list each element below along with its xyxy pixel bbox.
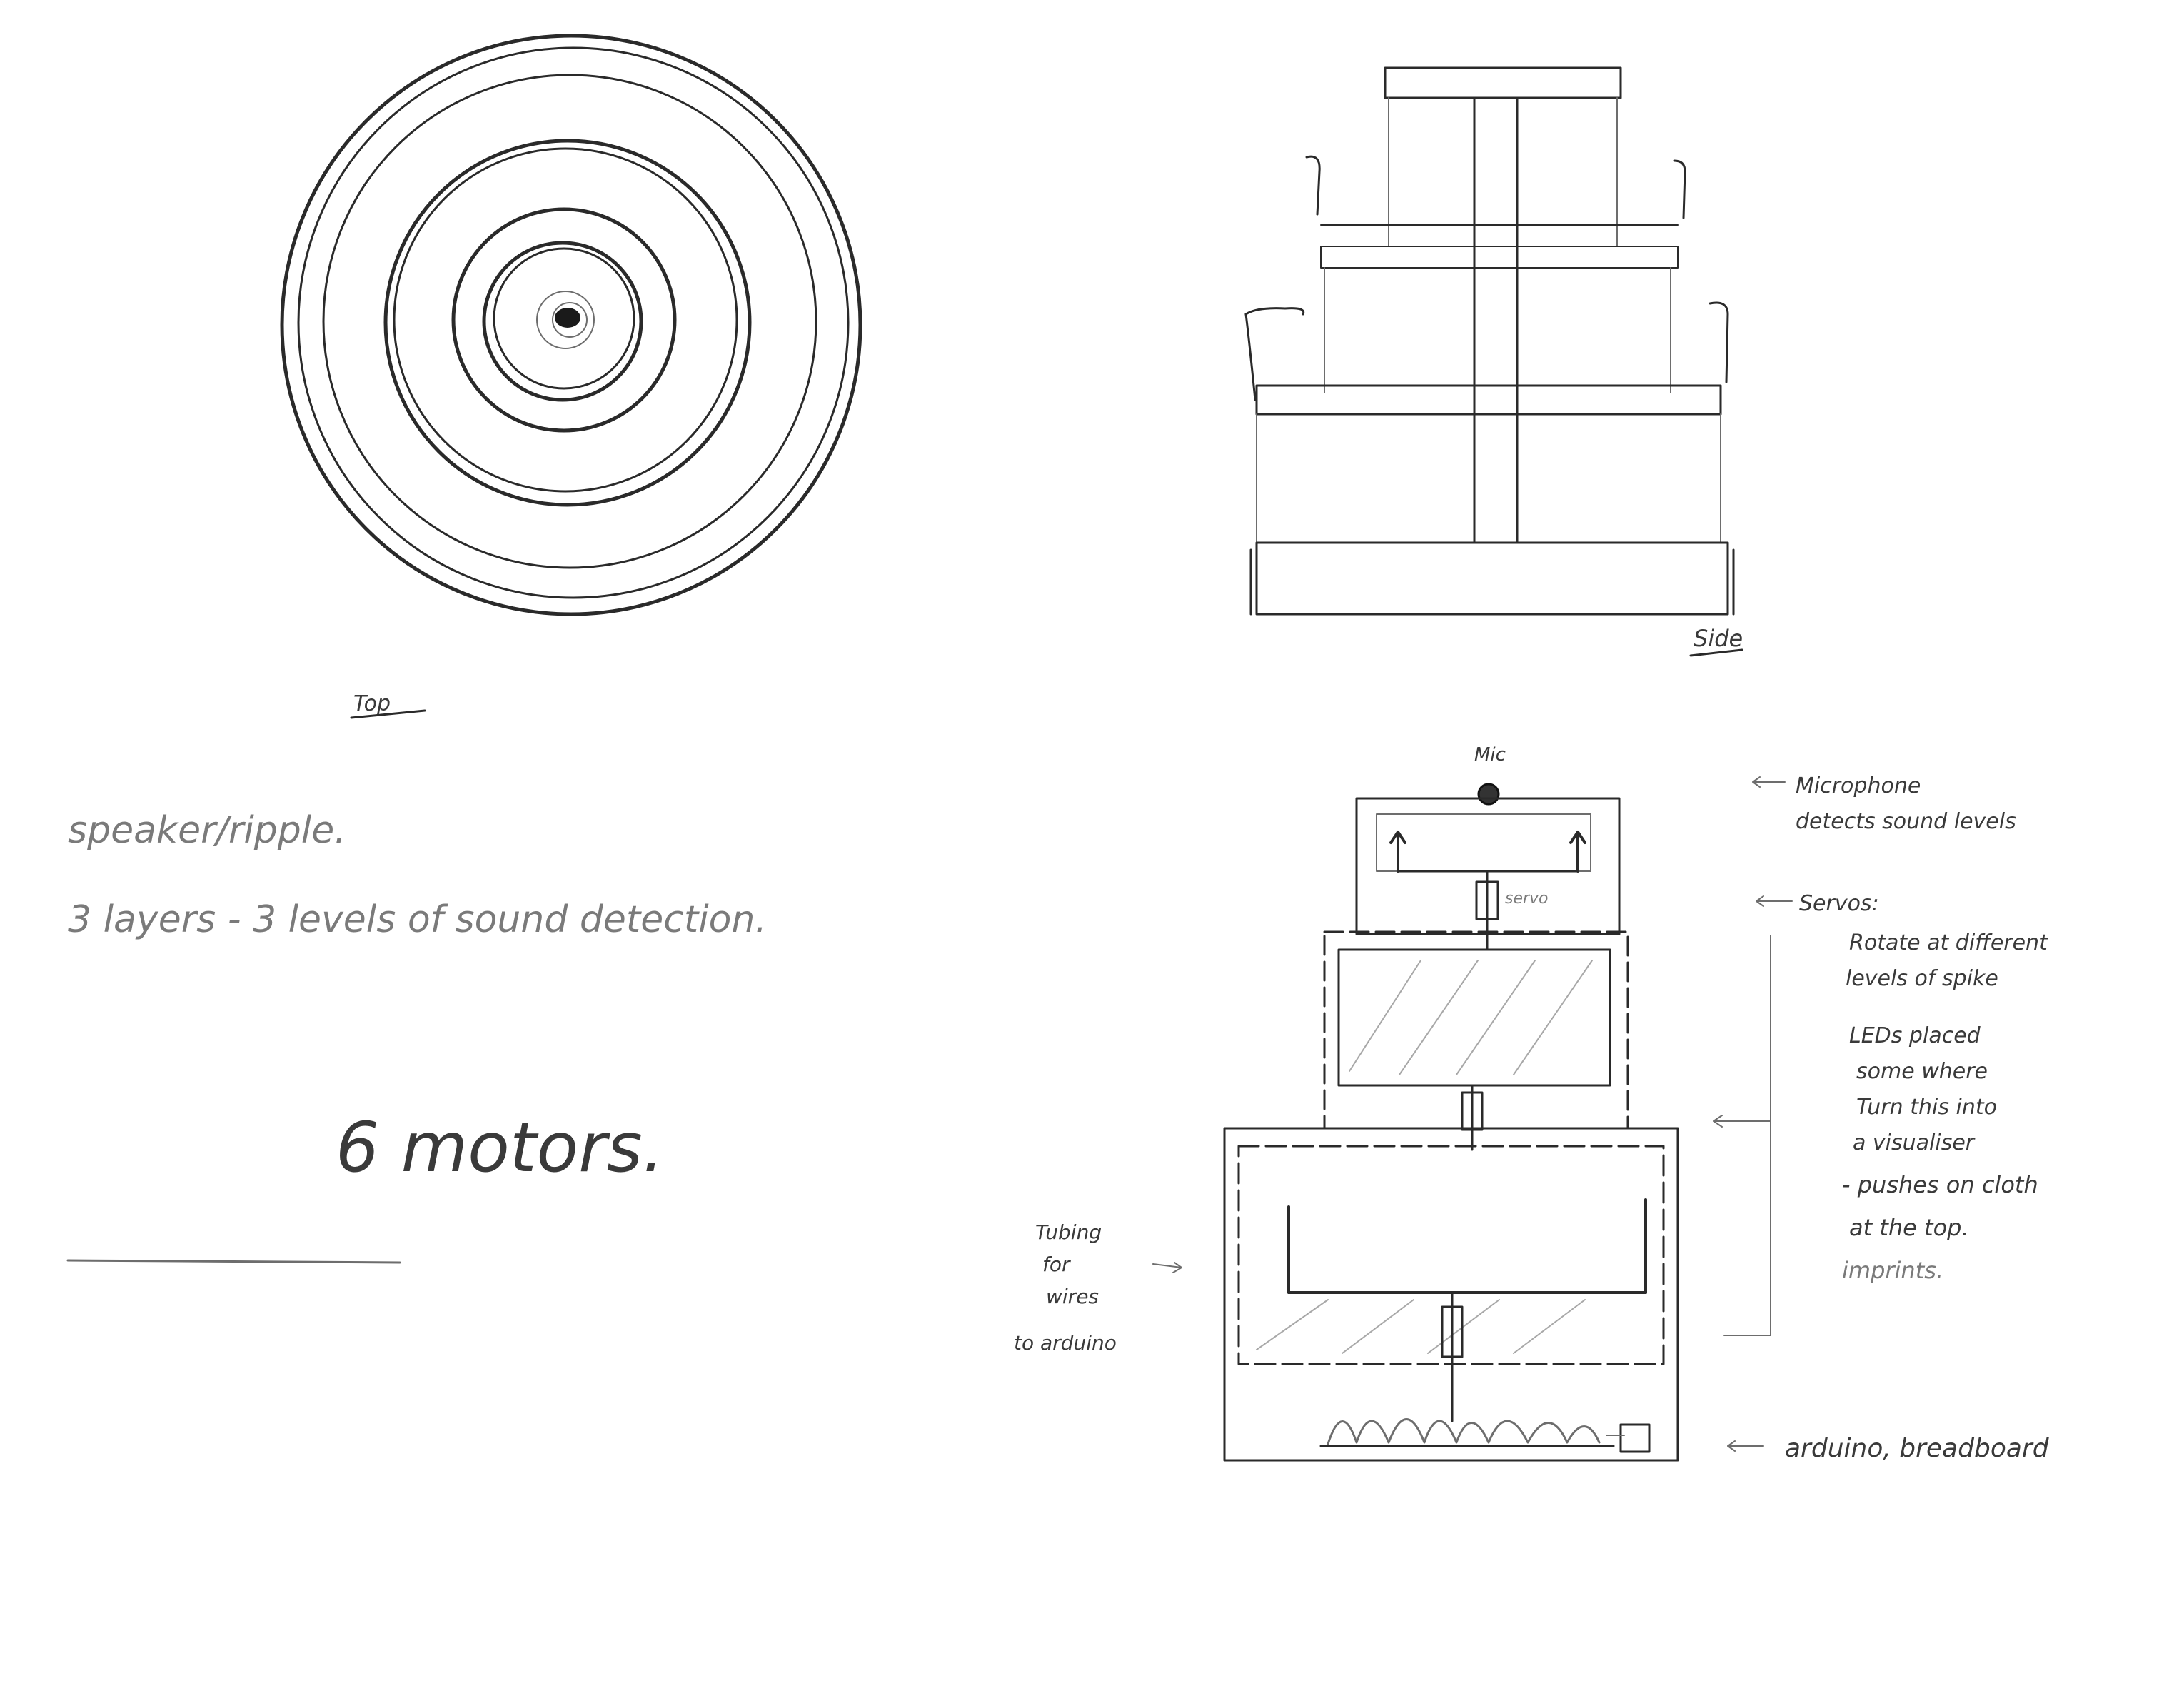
- note-six-motors: 6 motors.: [336, 1108, 664, 1188]
- svg-text:Microphone: Microphone: [1796, 773, 1921, 798]
- svg-text:a visualiser: a visualiser: [1853, 1130, 1976, 1155]
- svg-text:wires: wires: [1046, 1285, 1099, 1308]
- side-view-drawing: [1246, 68, 1733, 614]
- svg-text:Tubing: Tubing: [1035, 1220, 1102, 1244]
- cross-section-drawing: [1153, 777, 1792, 1460]
- svg-text:at the top.: at the top.: [1849, 1214, 1969, 1241]
- svg-text:imprints.: imprints.: [1842, 1257, 1943, 1284]
- annotation-arduino: arduino, breadboard: [1785, 1434, 2050, 1463]
- svg-text:Turn this into: Turn this into: [1856, 1095, 1997, 1120]
- svg-text:levels of spike: levels of spike: [1846, 966, 1998, 991]
- mic-icon: [1479, 784, 1499, 804]
- side-label: Side: [1694, 625, 1743, 652]
- svg-text:detects sound levels: detects sound levels: [1796, 809, 2016, 834]
- svg-text:LEDs placed: LEDs placed: [1849, 1023, 1981, 1048]
- top-label: Top: [353, 691, 391, 716]
- mic-label: Mic: [1474, 744, 1506, 766]
- svg-text:- pushes on cloth: - pushes on cloth: [1842, 1171, 2038, 1198]
- svg-text:to arduino: to arduino: [1014, 1331, 1117, 1355]
- svg-text:for: for: [1042, 1253, 1071, 1276]
- top-view-drawing: [282, 36, 860, 614]
- annotation-servos: Servos: Rotate at different levels of sp…: [1799, 891, 2048, 991]
- annotation-tubing: Tubing for wires to arduino: [1014, 1220, 1117, 1355]
- note-three-layers: 3 layers - 3 levels of sound detection.: [68, 898, 767, 941]
- svg-text:some where: some where: [1856, 1059, 1988, 1084]
- annotation-leds: LEDs placed some where Turn this into a …: [1842, 1023, 2038, 1284]
- annotation-microphone: Microphone detects sound levels: [1796, 773, 2016, 834]
- center-dot: [555, 308, 580, 328]
- svg-text:Servos:: Servos:: [1799, 891, 1879, 916]
- servo-label: servo: [1505, 890, 1549, 908]
- divider-line: [68, 1260, 400, 1263]
- svg-text:Rotate at different: Rotate at different: [1849, 930, 2048, 955]
- note-speaker-ripple: speaker/ripple.: [68, 809, 346, 852]
